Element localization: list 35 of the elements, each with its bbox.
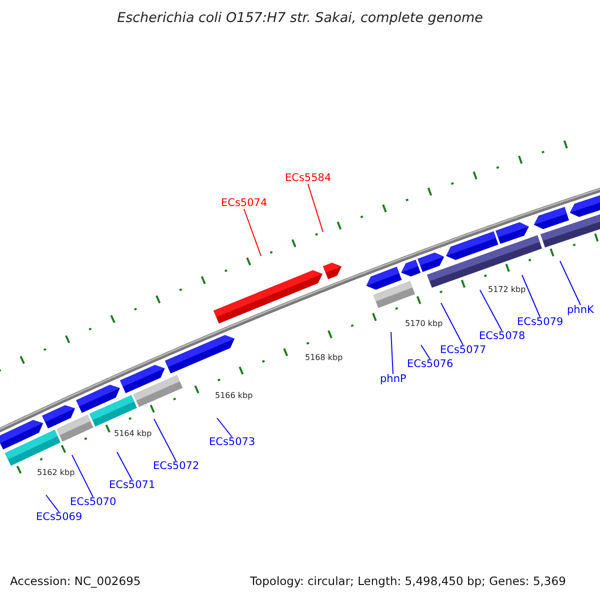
gene-label: ECs5072	[153, 461, 200, 472]
leader-line	[480, 290, 502, 332]
gene-label: phnP	[380, 374, 406, 384]
diagram-title: Escherichia coli O157:H7 str. Sakai, complete genome	[116, 10, 484, 26]
leader-line	[216, 418, 232, 438]
gene-label: ECs5074	[221, 198, 268, 208]
leader-line	[420, 344, 430, 360]
scale-label: 5172 kbp	[488, 286, 526, 294]
gene-label: ECs5073	[209, 437, 256, 448]
leader-line	[46, 494, 60, 512]
leader-line	[522, 274, 540, 318]
leader-line	[560, 260, 581, 306]
gene-label: ECs5071	[109, 480, 156, 490]
leader-line	[154, 418, 176, 462]
scale-label: 5166 kbp	[215, 392, 253, 400]
gene-label: ECs5069	[36, 512, 82, 522]
scale-label: 5168 kbp	[305, 354, 343, 362]
leader-line	[116, 452, 132, 480]
leader-line	[390, 332, 394, 374]
scale-label: 5170 kbp	[405, 320, 443, 328]
footer-text: Accession: NC_002695	[10, 576, 141, 588]
leader-line	[440, 302, 464, 346]
gene-label: phnK	[567, 305, 594, 316]
scale-label: 5162 kbp	[37, 469, 75, 477]
gene-label: ECs5077	[440, 345, 486, 356]
leader-line	[308, 184, 324, 232]
gene-label: ECs5078	[479, 331, 526, 342]
gene-label: ECs5079	[517, 317, 564, 328]
leader-line	[244, 208, 262, 256]
gene-label: ECs5584	[285, 173, 332, 184]
footer-text: Topology: circular; Length: 5,498,450 bp; Genes: 5,369	[250, 576, 566, 588]
leader-line	[72, 454, 94, 498]
gene-label: ECs5070	[70, 497, 116, 508]
gene-label: ECs5076	[407, 359, 454, 370]
scale-label: 5164 kbp	[114, 430, 152, 438]
